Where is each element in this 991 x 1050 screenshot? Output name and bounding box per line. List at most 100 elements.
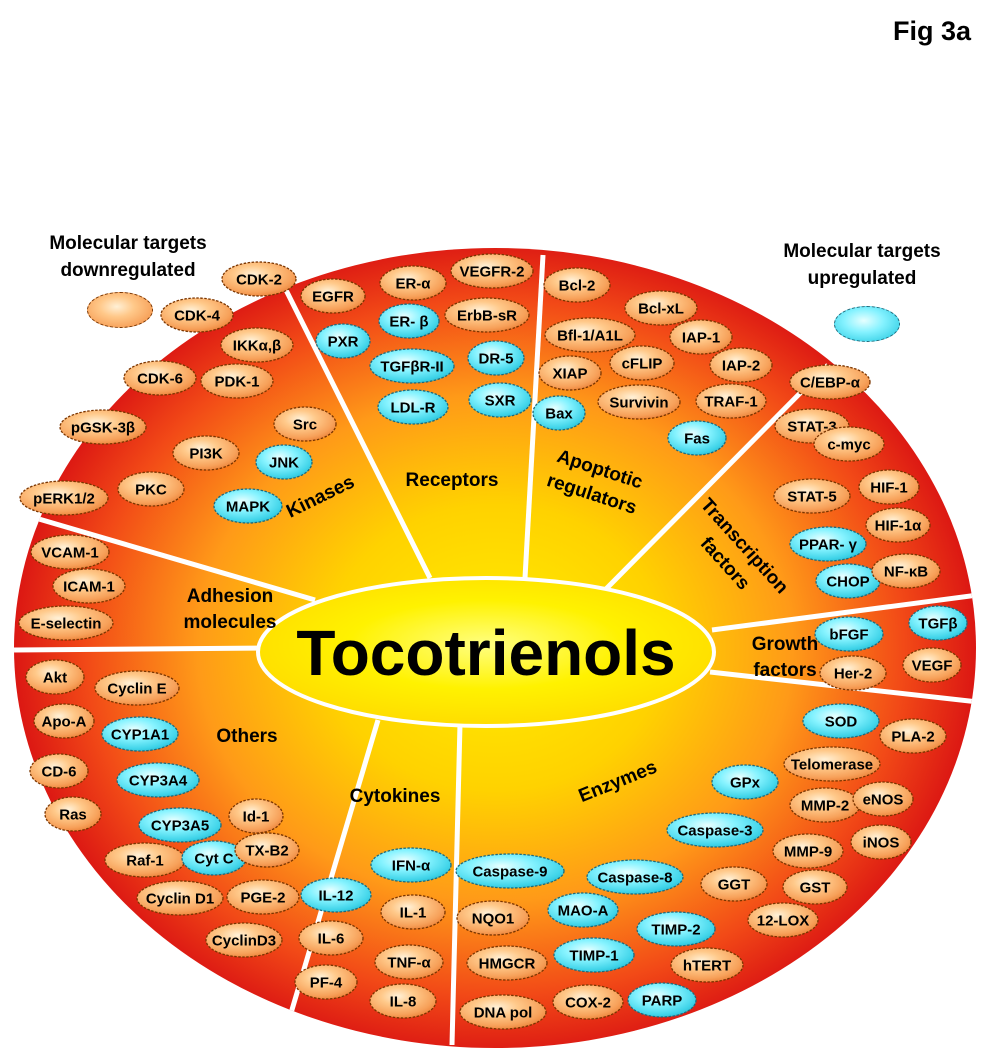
target-pill-shape xyxy=(667,420,727,456)
target-il-6-downregulated: IL-6 xyxy=(298,920,364,956)
target-pill-label: Caspase-9 xyxy=(472,864,547,881)
target-pill-shape xyxy=(273,406,337,442)
target-pill-label: TGFβ xyxy=(918,616,957,633)
target-cyclin-e-downregulated: Cyclin E xyxy=(94,670,180,706)
target-enos-downregulated: eNOS xyxy=(852,781,914,817)
target-pill-label: GGT xyxy=(718,877,751,894)
target-pill-shape xyxy=(300,877,372,913)
target-er-upregulated: ER- β xyxy=(378,303,440,339)
target-pill-shape xyxy=(370,847,452,883)
target-akt-downregulated: Akt xyxy=(25,659,85,695)
target-pill-label: Apo-A xyxy=(42,714,87,731)
target-pill-label: IAP-2 xyxy=(722,358,760,375)
target-pill-label: ER- β xyxy=(389,314,428,331)
target-pill-label: CDK-4 xyxy=(174,308,220,325)
target-pill-shape xyxy=(711,764,779,800)
legend-upregulated-label: Molecular targets upregulated xyxy=(748,238,976,292)
target-pill-label: SXR xyxy=(485,393,516,410)
target-mmp-2-downregulated: MMP-2 xyxy=(789,787,861,823)
target-pill-shape xyxy=(94,670,180,706)
target-pill-label: cFLIP xyxy=(622,356,663,373)
target-pill-label: Cyt C xyxy=(194,851,233,868)
target-pill-label: CHOP xyxy=(826,574,869,591)
target-pill-label: IL-8 xyxy=(390,994,417,1011)
target-pill-shape xyxy=(300,278,366,314)
target-pill-label: PGE-2 xyxy=(240,890,285,907)
target-pill-shape xyxy=(544,317,636,353)
target-caspase-9-upregulated: Caspase-9 xyxy=(455,853,565,889)
target-bfgf-upregulated: bFGF xyxy=(814,616,884,652)
target-er-downregulated: ER-α xyxy=(379,265,447,301)
target-pill-label: TIMP-2 xyxy=(651,922,700,939)
target-pill-label: COX-2 xyxy=(565,995,611,1012)
target-gst-downregulated: GST xyxy=(782,869,848,905)
target-parp-upregulated: PARP xyxy=(627,982,697,1018)
target-pill-shape xyxy=(819,655,887,691)
target-pill-label: TRAF-1 xyxy=(704,394,757,411)
category-label-others: Others xyxy=(216,726,277,747)
target-sxr-upregulated: SXR xyxy=(468,382,532,418)
target-e-selectin-downregulated: E-selectin xyxy=(18,605,114,641)
target-pill-label: CYP1A1 xyxy=(111,727,169,744)
target-vcam-1-downregulated: VCAM-1 xyxy=(30,534,110,570)
target-pill-shape xyxy=(221,261,297,297)
target-pill-label: IAP-1 xyxy=(682,330,720,347)
target-pill-label: SOD xyxy=(825,714,858,731)
sector-divider-3 xyxy=(603,363,830,592)
target-pill-shape xyxy=(205,922,283,958)
target-pill-label: NF-κB xyxy=(884,564,928,581)
target-pkc-downregulated: PKC xyxy=(117,471,185,507)
legend-downregulated-label: Molecular targets downregulated xyxy=(18,230,238,284)
target-vegf-downregulated: VEGF xyxy=(902,647,962,683)
target-cyclin-d1-downregulated: Cyclin D1 xyxy=(136,880,224,916)
target-pill-shape xyxy=(789,526,867,562)
target-pill-shape xyxy=(213,488,283,524)
target-pill-label: c-myc xyxy=(827,437,870,454)
target-src-downregulated: Src xyxy=(273,406,337,442)
target-pill-label: PPAR- γ xyxy=(799,537,858,554)
target-pill-label: C/EBP-α xyxy=(800,375,861,392)
target-pill-label: Cyclin E xyxy=(107,681,166,698)
target-pill-shape xyxy=(597,384,681,420)
target-ppar-upregulated: PPAR- γ xyxy=(789,526,867,562)
target-icam-1-downregulated: ICAM-1 xyxy=(52,568,126,604)
target-pill-shape xyxy=(378,303,440,339)
target-pill-shape xyxy=(858,469,920,505)
target-pdk-1-downregulated: PDK-1 xyxy=(200,363,274,399)
target-pill-shape xyxy=(773,478,851,514)
target-ggt-downregulated: GGT xyxy=(700,866,768,902)
target-cdk-6-downregulated: CDK-6 xyxy=(123,360,197,396)
target-pill-shape xyxy=(138,807,222,843)
target-cflip-downregulated: cFLIP xyxy=(609,345,675,381)
target-ras-downregulated: Ras xyxy=(44,796,102,832)
target-pill-shape xyxy=(44,796,102,832)
target-pill-label: PARP xyxy=(642,993,683,1010)
target-pill-shape xyxy=(459,994,547,1030)
target-pill-shape xyxy=(374,944,444,980)
legend-downregulated-swatch xyxy=(87,292,153,328)
target-pill-shape xyxy=(444,297,530,333)
target-mapk-upregulated: MAPK xyxy=(213,488,283,524)
target-pill-shape xyxy=(255,444,313,480)
target-pill-shape xyxy=(902,647,962,683)
target-ifn-upregulated: IFN-α xyxy=(370,847,452,883)
target-pill-shape xyxy=(636,911,716,947)
target-inos-downregulated: iNOS xyxy=(850,824,912,860)
target-tgf-r-ii-upregulated: TGFβR-II xyxy=(369,348,455,384)
target-tgf-upregulated: TGFβ xyxy=(908,605,968,641)
target-cyclind3-downregulated: CyclinD3 xyxy=(205,922,283,958)
target-pill-shape xyxy=(19,480,109,516)
target-pill-shape xyxy=(871,553,941,589)
target-pill-shape xyxy=(172,435,240,471)
target-pill-label: GPx xyxy=(730,775,761,792)
category-label-line: Growth xyxy=(752,634,819,655)
target-pill-label: TGFβR-II xyxy=(380,359,443,376)
target-pill-label: PKC xyxy=(135,482,167,499)
target-egfr-downregulated: EGFR xyxy=(300,278,366,314)
target-pill-label: bFGF xyxy=(829,627,868,644)
category-label-line: Adhesion xyxy=(187,586,274,607)
sector-divider-4 xyxy=(14,509,316,603)
category-label-cytokines: Cytokines xyxy=(350,786,441,807)
legend-down-line-1: Molecular targets xyxy=(49,233,207,254)
